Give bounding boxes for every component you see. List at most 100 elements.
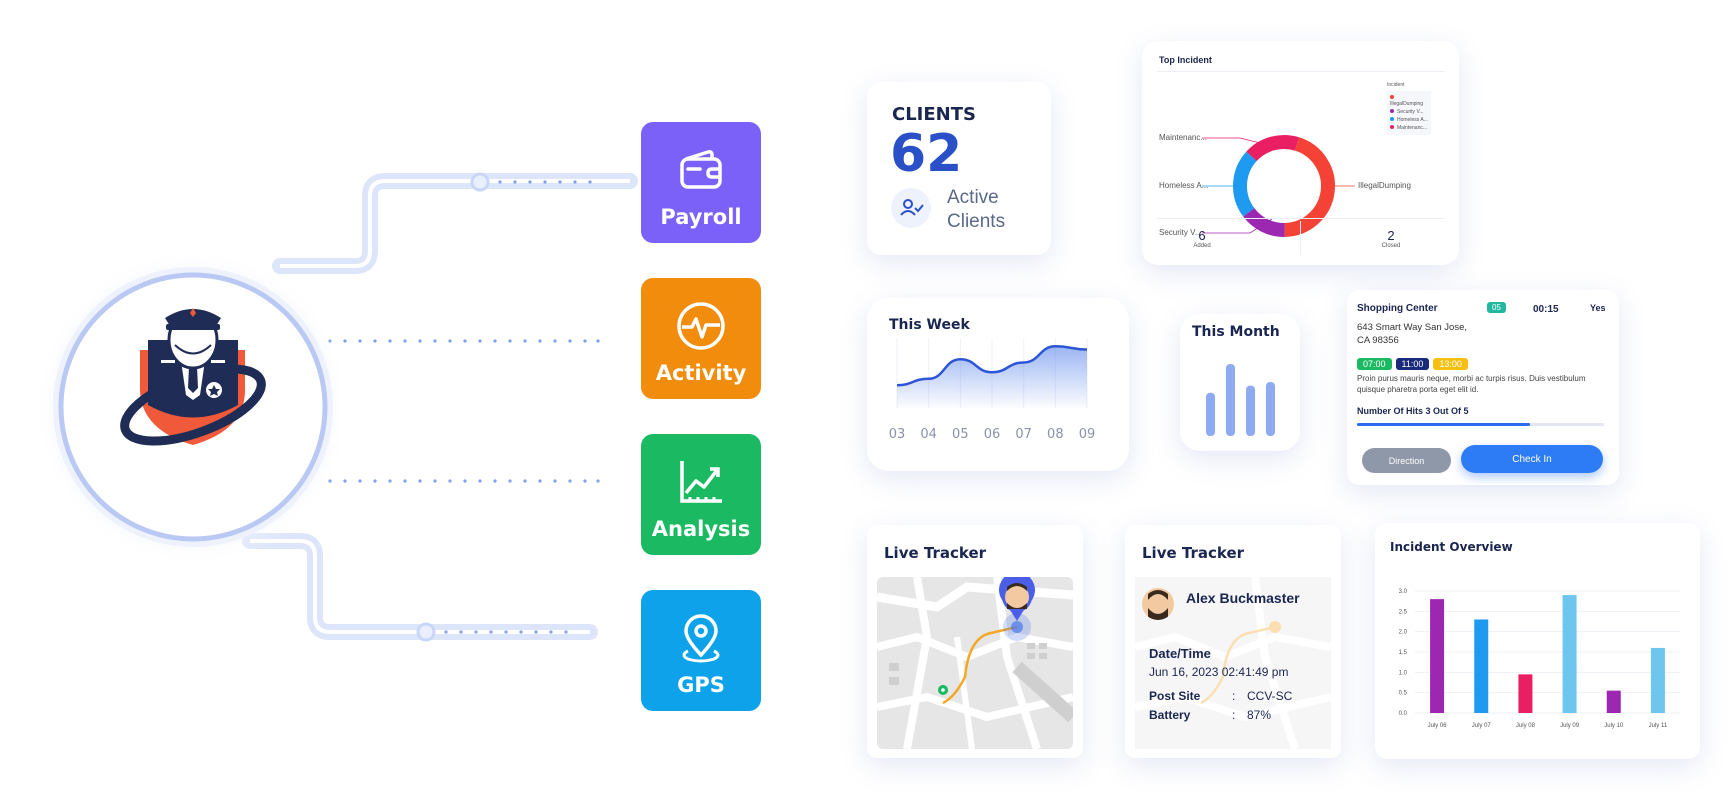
tick-label: 07 [1015,427,1032,442]
clients-sub-active: Active [947,187,999,208]
this-week-title: This Week [889,317,970,333]
battery-label: Battery [1149,708,1191,722]
incident-legend: Incident IllegalDumping Security V... Ho… [1387,82,1431,135]
dotted-line [328,339,600,343]
legend-title: Incident [1387,82,1405,88]
tick-label: 05 [952,427,969,442]
post-site-value: CCV-SC [1247,689,1293,703]
direction-button[interactable]: Direction [1362,448,1451,473]
donut-slice [1246,135,1300,162]
gps-label: GPS [677,673,725,697]
avatar [1142,588,1174,620]
avatar [1005,585,1029,609]
legend-item: Homeless A... [1390,117,1428,123]
datetime-value: Jun 16, 2023 02:41:49 pm [1149,665,1289,679]
connector-node [470,172,490,192]
tick-label: 09 [1079,427,1096,442]
analysis-tile[interactable]: Analysis [641,434,761,555]
bar [1518,674,1533,713]
security-guard-icon [120,308,266,446]
payroll-tile[interactable]: Payroll [641,122,761,243]
tick-label: 08 [1047,427,1064,442]
connector-lines [35,172,638,642]
live-tracker-map-card: Live Tracker [867,525,1083,758]
x-tick-label: July 11 [1649,723,1668,729]
callout-security: Security V... [1159,228,1201,237]
x-tick-label: July 09 [1560,723,1580,729]
count-badge: 05 [1487,302,1506,313]
hits-label: Number Of Hits 3 Out Of 5 [1357,406,1469,416]
connector-node [416,622,436,642]
check-in-button[interactable]: Check In [1461,445,1603,473]
this-month-title: This Month [1192,324,1280,340]
duration: 00:15 [1533,304,1559,315]
analysis-label: Analysis [651,517,751,541]
this-month-card: This Month [1180,314,1300,451]
bar [1650,647,1665,713]
donut-slice [1243,207,1285,237]
tick-label: 04 [920,427,937,442]
user-check-icon [891,188,931,228]
legend-item: Security V... [1390,109,1428,115]
wallet-icon [680,150,722,189]
site-description: Proin purus mauris neque, morbi ac turpi… [1357,374,1586,394]
donut-slice [1233,151,1257,217]
tracker-map [877,577,1073,749]
bar [1606,690,1621,713]
datetime-label: Date/Time [1149,646,1211,661]
site-address: 643 Smart Way San Jose, CA 98356 [1357,322,1468,346]
legend-item: Maintenanc... [1390,125,1428,131]
dotted-line [328,479,600,483]
dotted-line [498,180,592,184]
clients-title: CLIENTS [892,104,976,125]
x-tick-label: July 10 [1604,723,1624,729]
donut-slice [1284,137,1335,237]
x-tick-label: July 07 [1472,723,1492,729]
top-incident-donut: Maintenanc... Homeless A... Security V..… [1159,133,1411,237]
route-path [942,625,1018,705]
activity-icon [677,302,725,350]
activity-tile[interactable]: Activity [641,278,761,399]
location-pin-icon [682,614,720,663]
gps-tile[interactable]: GPS [641,590,761,711]
activity-label: Activity [655,361,747,385]
top-incident-card: Top Incident Maintenanc... Homeless A...… [1142,41,1459,265]
bar [1562,595,1577,713]
hits-progress [1357,423,1604,426]
bar [1206,392,1215,436]
post-site-label: Post Site [1149,689,1201,703]
callout-illegal: IllegalDumping [1358,181,1411,190]
y-tick-label: 0.5 [1399,691,1408,697]
clients-count: 62 [890,124,963,184]
series-line [896,344,1088,387]
time-badge: 13:00 [1433,358,1468,370]
live-tracker-details-card: Live Tracker Alex Buckmaster Date/Time J… [1125,525,1341,758]
incident-closed: 2 Closed [1381,228,1401,249]
bar [1246,385,1255,436]
bar [1474,619,1489,713]
chart-growth-icon [680,461,722,503]
battery-value: 87% [1247,708,1272,722]
bar [1266,382,1275,436]
incident-added: 6 Added [1193,228,1211,249]
clients-sub-clients: Clients [947,211,1006,232]
status-yes: Yes [1590,303,1606,313]
tracker-name: Alex Buckmaster [1186,590,1300,606]
clients-card: CLIENTS 62 Active Clients [867,82,1051,255]
y-tick-label: 1.0 [1399,670,1408,676]
dotted-line [444,630,568,634]
this-month-chart [1206,364,1275,436]
bar [1430,599,1445,713]
y-tick-label: 2.5 [1399,609,1408,615]
bar [1226,364,1235,436]
incident-overview-title: Incident Overview [1390,540,1513,554]
payroll-label: Payroll [660,205,742,229]
y-tick-label: 1.5 [1399,650,1408,656]
live-tracker-title: Live Tracker [884,544,987,562]
legend-item: IllegalDumping [1390,95,1428,107]
